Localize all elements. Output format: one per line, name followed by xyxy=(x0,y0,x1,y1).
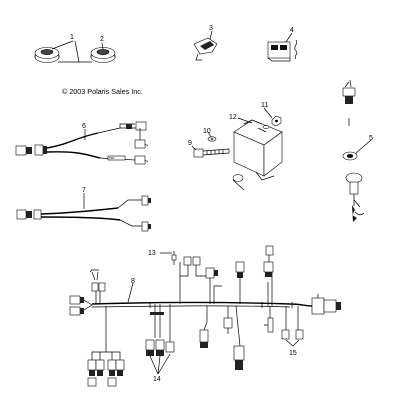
copyright-notice: © 2003 Polaris Sales Inc. xyxy=(62,87,143,96)
callout-14: 14 xyxy=(153,376,161,383)
leader-5 xyxy=(355,139,372,154)
callout-8: 8 xyxy=(131,278,135,285)
harness-6: PW2 xyxy=(15,121,149,165)
leader-15 xyxy=(285,339,300,347)
callout-9: 9 xyxy=(188,140,192,147)
callout-4: 4 xyxy=(290,27,294,34)
washer xyxy=(207,136,217,142)
callout-6: 6 xyxy=(82,123,86,130)
leader-4 xyxy=(285,32,293,43)
leader-2 xyxy=(101,42,104,50)
leader-1 xyxy=(51,40,80,63)
nut xyxy=(271,115,282,127)
ignition-key-switch xyxy=(342,79,365,222)
switch-toggle xyxy=(193,37,218,61)
bolt xyxy=(193,148,230,158)
switch-left xyxy=(34,47,60,63)
leader-3 xyxy=(209,30,213,40)
callout-15: 15 xyxy=(289,350,297,357)
callout-1: 1 xyxy=(70,34,74,41)
leader-9 xyxy=(191,145,197,151)
harness-7 xyxy=(16,195,151,232)
harness-6-tag: PW2 xyxy=(109,156,115,160)
leader-14 xyxy=(149,353,171,375)
relay-socket xyxy=(267,39,298,62)
callout-5: 5 xyxy=(369,135,373,142)
switch-right xyxy=(90,47,116,63)
callout-13: 13 xyxy=(148,250,156,257)
callout-10: 10 xyxy=(203,128,211,135)
callout-3: 3 xyxy=(209,25,213,32)
terminal xyxy=(171,251,177,265)
callout-12: 12 xyxy=(229,114,237,121)
cdi-module xyxy=(232,119,283,191)
leader-11 xyxy=(263,107,273,119)
callout-11: 11 xyxy=(261,102,268,109)
callout-2: 2 xyxy=(100,36,104,43)
leader-12 xyxy=(237,117,253,124)
leader-8 xyxy=(127,282,134,303)
leader-10 xyxy=(207,131,212,138)
main-wire-harness xyxy=(69,245,341,387)
callout-7: 7 xyxy=(82,187,86,194)
